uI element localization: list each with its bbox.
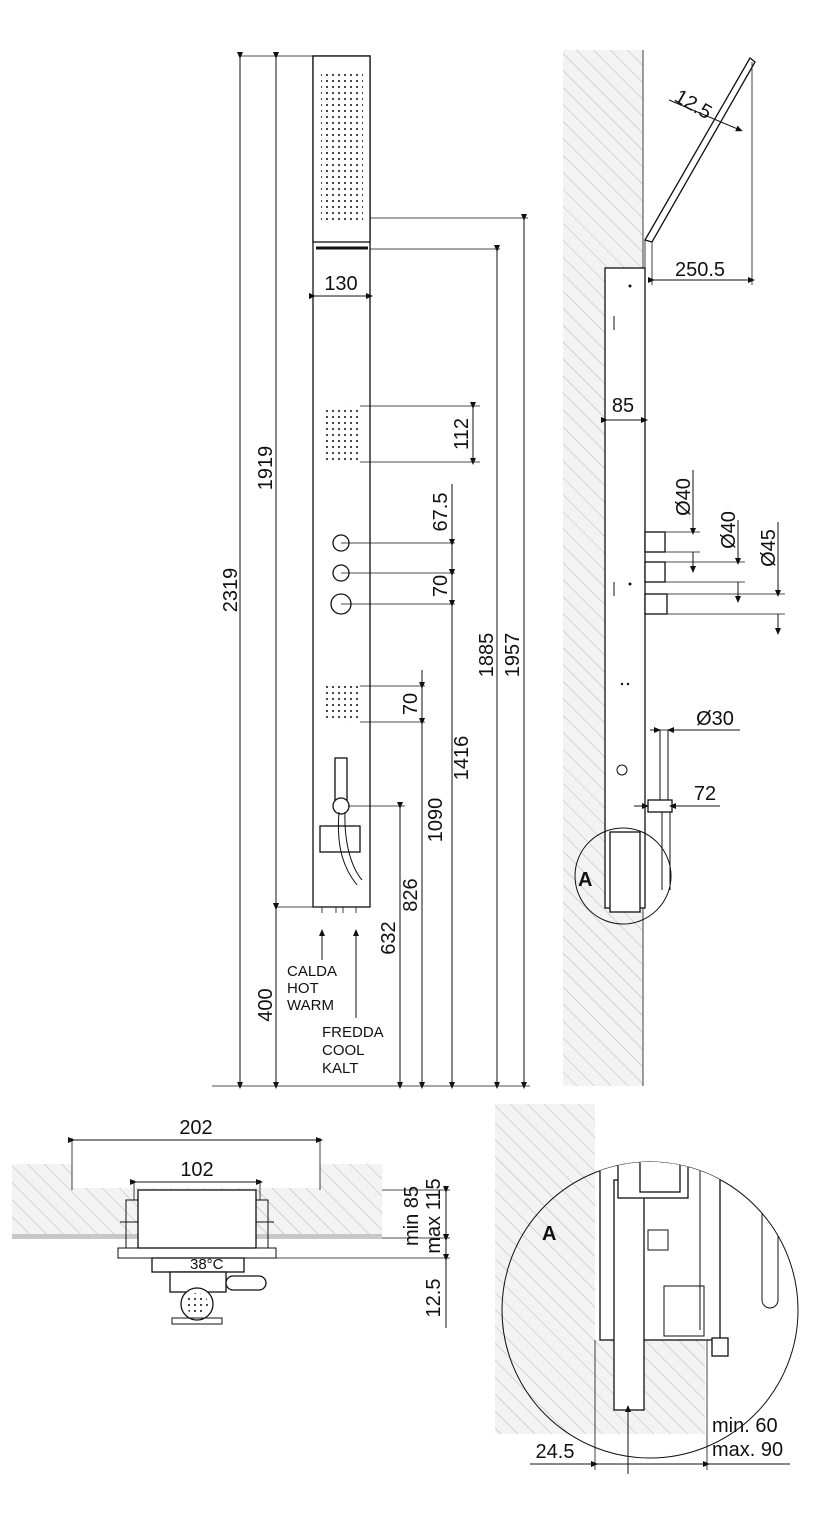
dim-head-thickness: 12.5 [671, 86, 716, 125]
dim-inner-width: 102 [180, 1159, 213, 1181]
dim-dia-40a: Ø40 [673, 478, 695, 516]
dim-detail-min: min. 60 [712, 1415, 778, 1437]
detail-view: A 24.5 min. 60 max. 90 [495, 1104, 799, 1474]
thermo-label: 38°C [190, 1256, 224, 1273]
dim-width: 130 [324, 273, 357, 295]
panel-side [604, 267, 646, 909]
front-view: 2319 1919 400 130 112 67.5 70 70 1885 19… [212, 52, 530, 1089]
detail-circle-a [574, 827, 672, 925]
dim-632: 632 [378, 921, 400, 954]
dim-outer-width: 202 [179, 1117, 212, 1139]
dim-total-height: 2319 [220, 568, 242, 613]
hot-label-2: HOT [287, 980, 319, 997]
wall-detail [495, 1104, 595, 1434]
dim-400: 400 [255, 988, 277, 1021]
detail-marker-a: A [578, 869, 592, 891]
mounting-bracket [613, 1179, 645, 1411]
hot-label-3: WARM [287, 997, 334, 1014]
dim-detail-left: 24.5 [536, 1441, 575, 1463]
upper-body-jets [322, 406, 360, 462]
plan-view: 202 102 38°C min 85 max 115 12.5 [12, 1117, 450, 1328]
dim-head-projection: 250.5 [675, 259, 725, 281]
dim-1416: 1416 [451, 736, 473, 781]
cold-label-1: FREDDA [322, 1024, 384, 1041]
detail-label-a: A [542, 1223, 556, 1245]
dim-offset: 12.5 [423, 1279, 445, 1318]
dim-detail-max: max. 90 [712, 1439, 783, 1461]
lower-body-jets [322, 686, 360, 722]
dim-head-height: 1919 [255, 446, 277, 491]
dim-1957: 1957 [502, 633, 524, 678]
dim-max-depth: max 115 [423, 1178, 445, 1253]
dim-lower-jets: 70 [400, 693, 422, 715]
dim-dia-45: Ø45 [758, 529, 780, 567]
head-side [644, 57, 756, 243]
rain-nozzles [321, 72, 363, 222]
dim-upper-jets: 112 [451, 418, 473, 450]
cold-label-2: COOL [322, 1042, 365, 1059]
dim-min-depth: min 85 [401, 1186, 423, 1246]
cold-label-3: KALT [322, 1060, 358, 1077]
dim-826: 826 [400, 878, 422, 911]
dim-1885: 1885 [476, 633, 498, 678]
hot-label-1: CALDA [287, 963, 337, 980]
side-view: 12.5 250.5 85 Ø40 Ø40 Ø45 Ø30 72 A [563, 50, 785, 1086]
dim-dia-30: Ø30 [696, 708, 734, 730]
dim-depth: 85 [612, 395, 634, 417]
dim-ctrl-spacing-1: 67.5 [430, 493, 452, 532]
dim-dia-40b: Ø40 [718, 511, 740, 549]
dim-1090: 1090 [425, 798, 447, 843]
dim-ctrl-spacing-2: 70 [430, 575, 452, 597]
dim-72: 72 [694, 783, 716, 805]
recessed-box [137, 1189, 257, 1249]
